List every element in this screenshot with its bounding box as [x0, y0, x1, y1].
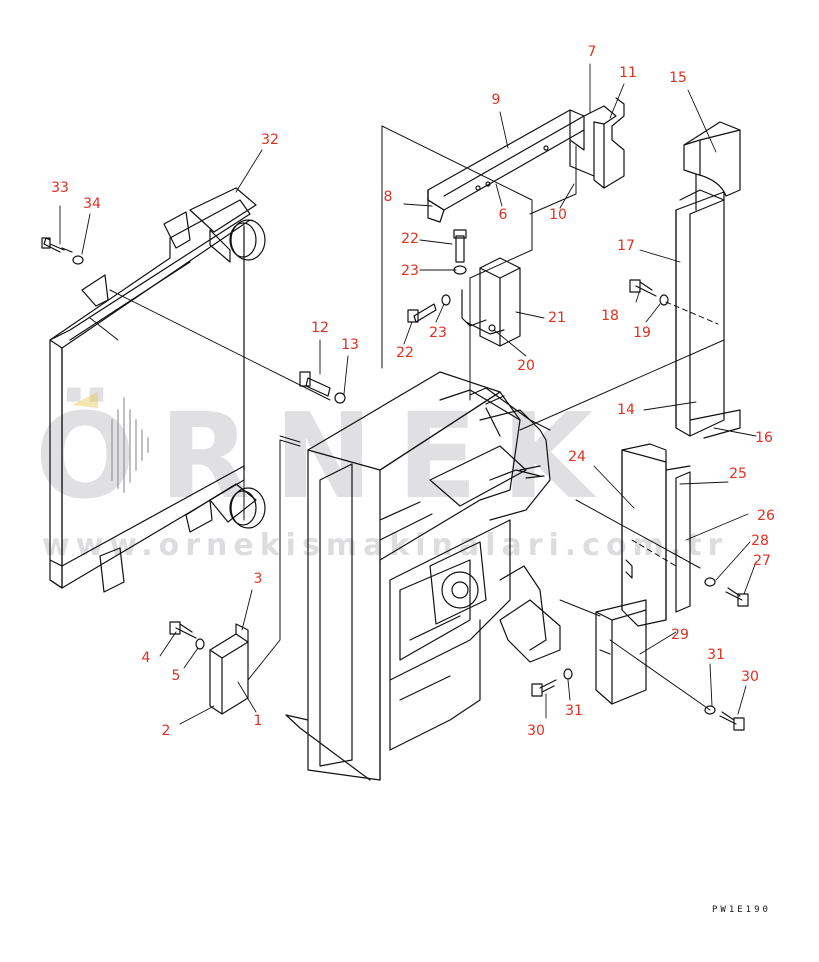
watermark-text: ÖRNEK — [35, 387, 617, 525]
callout-27: 27 — [753, 553, 771, 569]
callout-24: 24 — [568, 449, 586, 465]
callout-12: 12 — [311, 320, 329, 336]
callout-28: 28 — [751, 533, 769, 549]
bolt-4-icon — [169, 621, 197, 639]
drawing-code: PW1E190 — [712, 905, 771, 915]
cover-plate-29 — [595, 599, 647, 705]
washer-28-icon — [704, 577, 716, 587]
callout-2: 2 — [161, 723, 171, 739]
callout-5: 5 — [171, 668, 181, 684]
callout-7: 7 — [587, 44, 597, 60]
callout-26: 26 — [757, 508, 775, 524]
cover-plate-26 — [665, 465, 691, 613]
bolt-12-icon — [299, 371, 331, 397]
callout-29: 29 — [671, 627, 689, 643]
callout-14: 14 — [617, 402, 635, 418]
callout-20: 20 — [517, 358, 535, 374]
side-guide-14 — [675, 189, 741, 439]
callout-32: 32 — [261, 132, 279, 148]
bolt-18-icon — [629, 279, 657, 297]
callout-16: 16 — [755, 430, 773, 446]
callout-17: 17 — [617, 238, 635, 254]
callout-3: 3 — [253, 571, 263, 587]
callout-4: 4 — [141, 650, 151, 666]
callout-15: 15 — [669, 70, 687, 86]
callout-23-upper: 23 — [401, 263, 419, 279]
callout-9: 9 — [491, 92, 501, 108]
spacer-15 — [683, 121, 741, 211]
callout-31-right: 31 — [707, 647, 725, 663]
bolt-30-lower-icon — [531, 679, 557, 697]
radiator-core — [49, 187, 266, 593]
callout-11: 11 — [619, 65, 637, 81]
bolt-22-upper-icon — [453, 229, 467, 263]
mount-plate-21 — [461, 257, 521, 347]
callout-18: 18 — [601, 308, 619, 324]
callout-21: 21 — [548, 310, 566, 326]
washer-13-icon — [334, 392, 346, 404]
washer-31-right-icon — [704, 705, 716, 715]
cover-plate-24 — [621, 443, 667, 627]
bolt-33-icon — [41, 237, 73, 253]
callout-19: 19 — [633, 325, 651, 341]
washer-34-icon — [72, 255, 84, 265]
watermark-url: www.ornekismakinalari.com.tr — [42, 528, 729, 563]
mounting-frame — [285, 371, 561, 781]
bolt-22-lower-icon — [407, 303, 437, 323]
callout-8: 8 — [383, 189, 393, 205]
upper-support-bar — [427, 97, 625, 223]
bolt-27-icon — [725, 587, 749, 607]
callout-leaders — [59, 63, 757, 725]
callout-1: 1 — [253, 713, 263, 729]
callout-22-upper: 22 — [401, 231, 419, 247]
washer-19-icon — [659, 294, 669, 306]
callout-13: 13 — [341, 337, 359, 353]
callout-31-left: 31 — [565, 703, 583, 719]
washer-31-left-icon — [563, 668, 573, 680]
radiator-mount-brackets — [209, 623, 249, 715]
callout-6: 6 — [498, 207, 508, 223]
callout-30-right: 30 — [741, 669, 759, 685]
leader-lines — [89, 125, 725, 711]
bolt-30-right-icon — [719, 711, 745, 731]
callout-23-lower: 23 — [429, 325, 447, 341]
washer-23-lower-icon — [441, 294, 451, 306]
watermark-logo-icon — [72, 392, 149, 493]
callout-10: 10 — [549, 207, 567, 223]
callout-33: 33 — [51, 180, 69, 196]
washer-5-icon — [195, 638, 205, 650]
callout-25: 25 — [729, 466, 747, 482]
callout-34: 34 — [83, 196, 101, 212]
callout-22-lower: 22 — [396, 345, 414, 361]
callout-30-left: 30 — [527, 723, 545, 739]
